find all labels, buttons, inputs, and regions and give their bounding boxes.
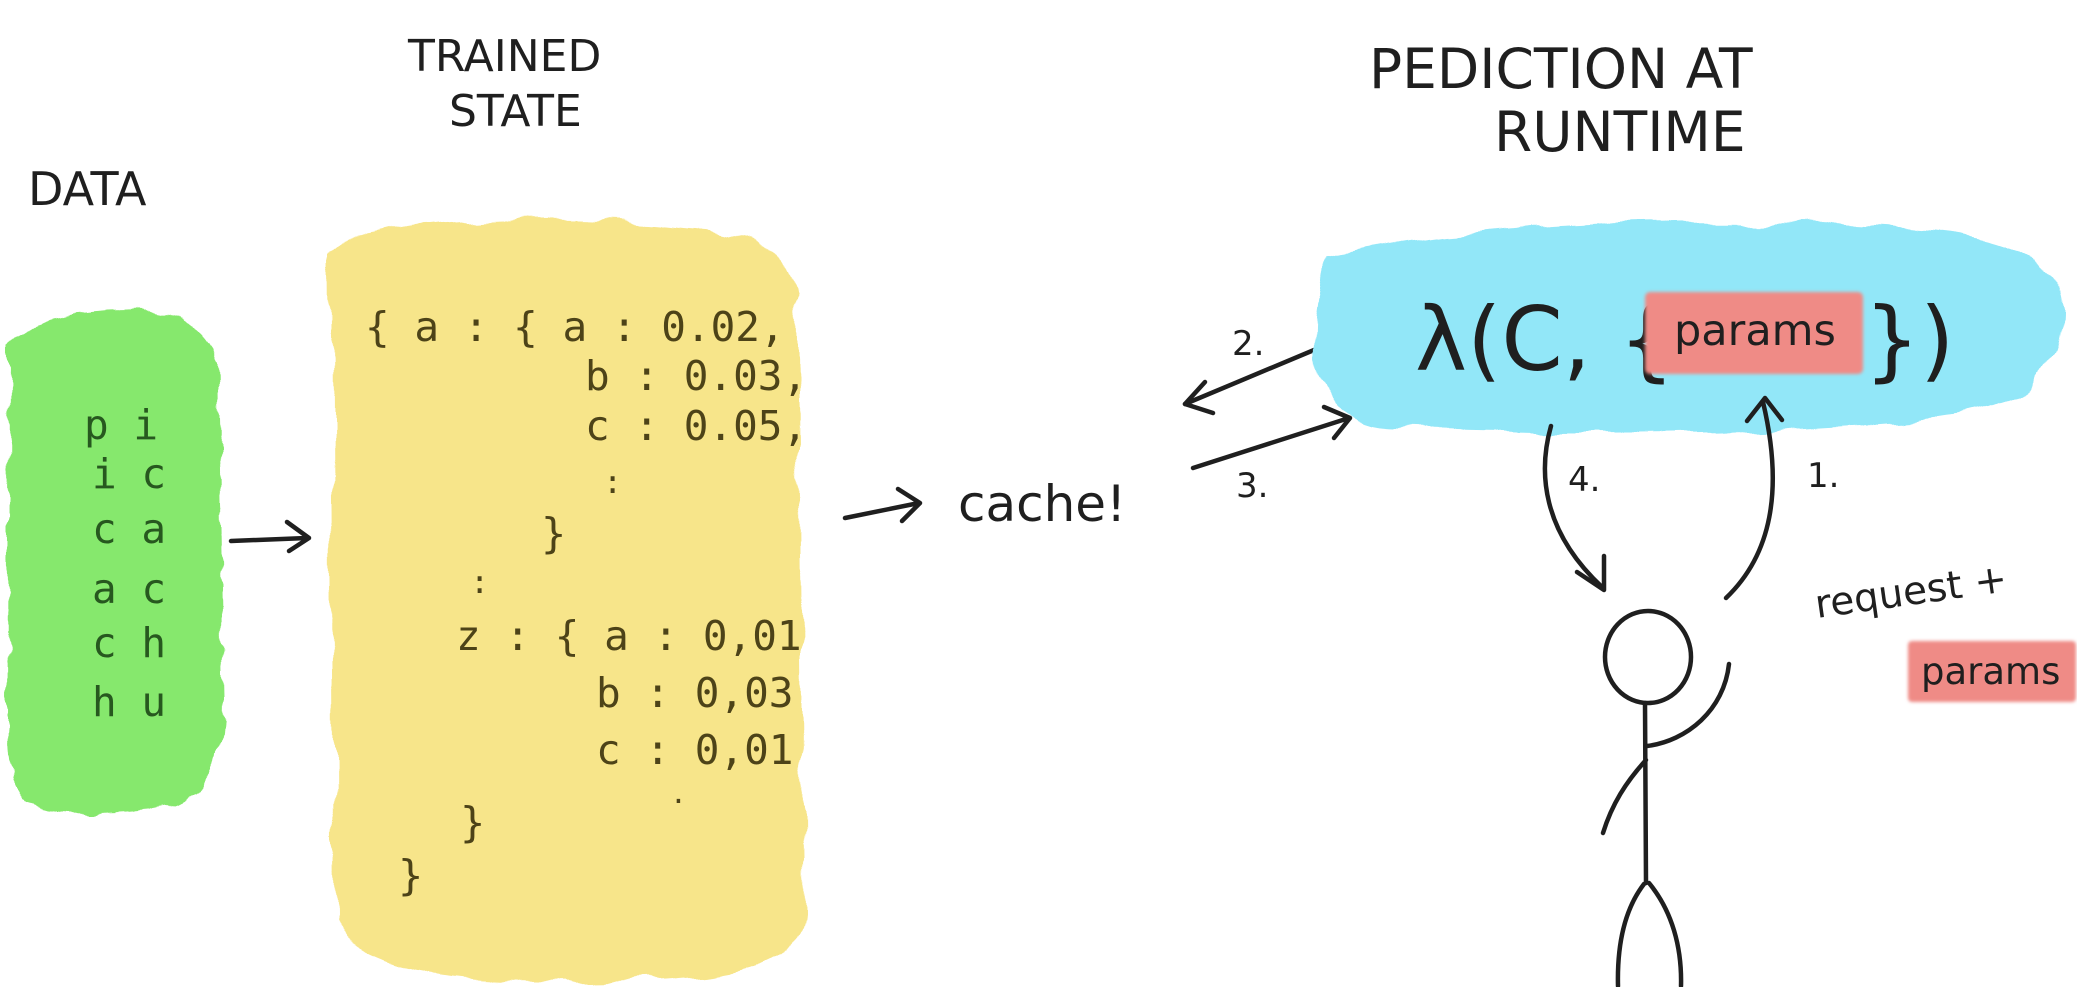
trained-state-line: } [541,509,566,558]
trained-state-line: . [670,777,687,810]
request-params-box [1908,641,2076,702]
step-3-label: 3. [1236,466,1268,506]
user-body [1642,700,1649,886]
data-panel: p i i c c a a c c h h u [7,309,225,812]
user-right-leg [1646,880,1684,987]
trained-state-title-line1: TRAINED [407,31,601,82]
step-4-label: 4. [1568,460,1600,500]
data-pair: p i [84,401,158,449]
user-left-arm [1600,757,1649,836]
request-label: request + [1812,556,2010,627]
cache-label: cache! [958,475,1126,533]
data-pair: c h [92,619,166,667]
trained-state-line: c : 0,01 [596,726,793,774]
trained-state-title-line2: STATE [449,86,582,137]
request-params-label: params [1921,650,2060,693]
request-params-note: request + params [1812,556,2076,702]
lambda-suffix: }) [1864,288,1954,391]
prediction-title-line2: RUNTIME [1494,100,1746,164]
trained-state-panel: { a : { a : 0.02, b : 0.03, c : 0.05, : … [331,220,807,982]
trained-state-line: : [470,563,489,601]
data-pairs-list: p i i c c a a c c h h u [84,401,166,726]
data-pair: a c [92,565,166,613]
arrow-data-to-state [228,519,312,554]
user-right-arm [1644,661,1732,749]
lambda-params-box [1645,292,1863,374]
trained-state-line: } [460,798,485,847]
lambda-params-label: params [1674,306,1836,356]
arrow-step-2: 2. [1182,324,1348,416]
user-head [1602,608,1694,706]
trained-state-line: b : 0,03 [596,669,793,717]
arrow-step-4: 4. [1542,423,1607,593]
trained-state-line: } [398,851,423,900]
lambda-function-panel: λ(C, { params }) [1315,222,2062,433]
step-2-label: 2. [1232,324,1264,364]
arrow-state-to-cache [842,486,923,524]
data-pair: i c [92,450,166,498]
user-left-leg [1615,881,1647,987]
data-title: DATA [28,162,147,216]
stick-figure-user [1600,608,1732,987]
trained-state-line: { a : { a : 0.02, [365,303,785,351]
yellow-trained-state-blob [331,220,804,982]
data-pair: h u [92,678,166,726]
trained-state-line: b : 0.03, [585,352,807,400]
prediction-title-line1: PEDICTION AT [1369,37,1753,101]
lambda-prefix: λ(C, { [1415,288,1675,391]
arrow-step-1: 1. [1723,395,1839,601]
step-1-label: 1. [1807,456,1839,496]
arrow-step-3: 3. [1190,404,1353,506]
green-data-blob [7,309,225,812]
trained-state-line: c : 0.05, [585,402,807,450]
trained-state-line: z : { a : 0,01 [456,612,802,660]
data-pair: c a [92,505,166,553]
trained-state-line: : [603,463,622,501]
